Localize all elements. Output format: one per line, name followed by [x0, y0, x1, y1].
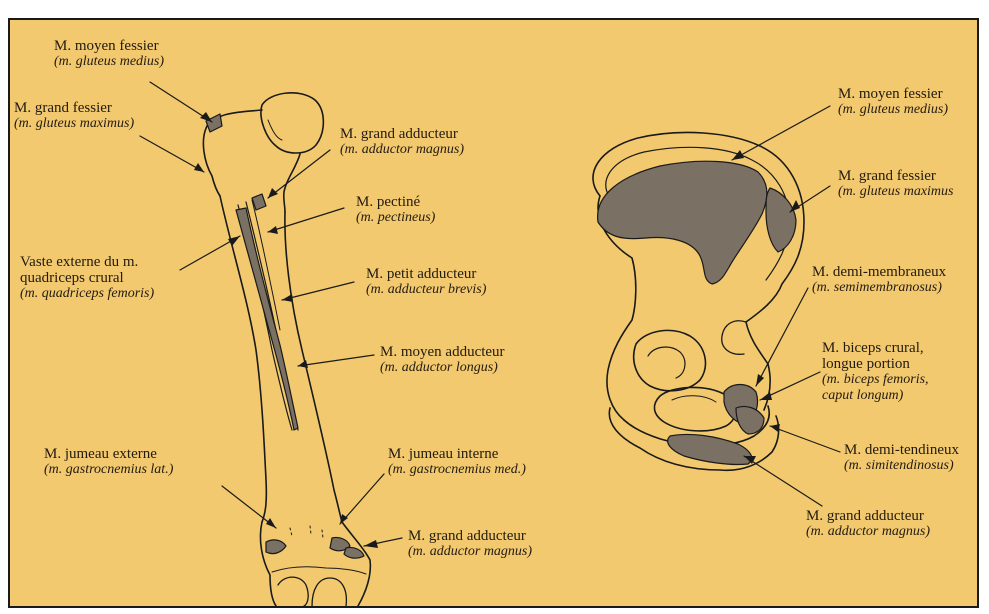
label-latin: (m. gluteus maximus	[838, 184, 954, 200]
label-pelvis-adductor-magnus: M. grand adducteur (m. adductor magnus)	[806, 508, 930, 540]
label-french: M. moyen fessier	[838, 86, 948, 102]
insertion-vastus-strip	[236, 208, 298, 430]
label-latin: (m. adductor magnus)	[408, 544, 532, 560]
label-french: M. jumeau externe	[44, 446, 173, 462]
femur-condyles	[260, 522, 370, 606]
label-femur-adductor-brevis: M. petit adducteur (m. adducteur brevis)	[366, 266, 486, 298]
area-gluteus-maximus	[766, 188, 796, 252]
label-latin: (m. adductor magnus)	[340, 142, 464, 158]
label-femur-adductor-magnus-top: M. grand adducteur (m. adductor magnus)	[340, 126, 464, 158]
label-femur-vastus-lateralis: Vaste externe du m. quadriceps crural (m…	[20, 254, 154, 302]
area-semitendinosus	[736, 406, 764, 434]
label-pelvis-semimembranosus: M. demi-membraneux (m. semimembranosus)	[812, 264, 946, 296]
label-french: M. grand adducteur	[806, 508, 930, 524]
label-french: M. grand fessier	[838, 168, 954, 184]
femur-shaft-medial	[285, 212, 342, 522]
label-french: M. petit adducteur	[366, 266, 486, 282]
label-latin: (m. simitendinosus)	[844, 458, 959, 474]
label-latin: (m. semimembranosus)	[812, 280, 946, 296]
insertion-gastrocnemius-lat	[266, 540, 286, 554]
label-french: M. biceps crural,	[822, 340, 929, 356]
label-french: M. moyen fessier	[54, 38, 164, 54]
label-femur-gluteus-medius: M. moyen fessier (m. gluteus medius)	[54, 38, 164, 70]
femur-shaft-lateral	[220, 196, 266, 522]
label-latin: (m. adductor magnus)	[806, 524, 930, 540]
label-femur-pectineus: M. pectiné (m. pectineus)	[356, 194, 435, 226]
label-latin: (m. gluteus medius)	[54, 54, 164, 70]
label-pelvis-gluteus-medius: M. moyen fessier (m. gluteus medius)	[838, 86, 948, 118]
label-latin: (m. adducteur brevis)	[366, 282, 486, 298]
label-latin: (m. biceps femoris,	[822, 372, 929, 388]
label-french: M. moyen adducteur	[380, 344, 505, 360]
area-adductor-magnus	[668, 434, 752, 464]
label-latin: (m. adductor longus)	[380, 360, 505, 376]
leader-pectineus	[268, 208, 344, 232]
label-femur-adductor-longus: M. moyen adducteur (m. adductor longus)	[380, 344, 505, 376]
sciatic-notch	[722, 321, 746, 355]
leader-pelvis-semimembranosus	[756, 288, 808, 386]
label-french: M. pectiné	[356, 194, 435, 210]
obturator-foramen	[654, 387, 735, 431]
leader-pelvis-gluteus-medius	[732, 106, 830, 160]
label-femur-gastrocnemius-lat: M. jumeau externe (m. gastrocnemius lat.…	[44, 446, 173, 478]
leader-adductor-longus	[298, 355, 374, 366]
label-pelvis-gluteus-maximus: M. grand fessier (m. gluteus maximus	[838, 168, 954, 200]
femoral-head	[261, 93, 323, 153]
label-latin: (m. pectineus)	[356, 210, 435, 226]
label-pelvis-biceps-femoris: M. biceps crural, longue portion (m. bic…	[822, 340, 929, 404]
label-latin: (m. gluteus medius)	[838, 102, 948, 118]
area-gluteus-medius	[598, 161, 767, 284]
leader-gastrocnemius-med	[340, 474, 384, 524]
femoral-neck-lower	[284, 154, 300, 212]
label-femur-gastrocnemius-med: M. jumeau interne (m. gastrocnemius med.…	[388, 446, 526, 478]
label-french: M. grand fessier	[14, 100, 134, 116]
label-french-line-2: longue portion	[822, 356, 929, 372]
label-latin: (m. quadriceps femoris)	[20, 286, 154, 302]
label-french: M. demi-membraneux	[812, 264, 946, 280]
label-french: M. demi-tendineux	[844, 442, 959, 458]
femur-arrowheads	[194, 112, 378, 548]
leader-gluteus-maximus	[140, 136, 204, 172]
acetabulum	[634, 330, 706, 390]
leader-adductor-brevis	[282, 282, 354, 300]
femur-bone	[203, 93, 370, 606]
label-latin: (m. gastrocnemius lat.)	[44, 462, 173, 478]
label-pelvis-semitendinosus: M. demi-tendineux (m. simitendinosus)	[844, 442, 959, 474]
label-latin: (m. gastrocnemius med.)	[388, 462, 526, 478]
leader-pelvis-semitendinosus	[770, 426, 840, 452]
label-french: M. jumeau interne	[388, 446, 526, 462]
label-latin: (m. gluteus maximus)	[14, 116, 134, 132]
leader-pelvis-adductor-magnus	[744, 456, 822, 506]
pelvis-muscle-areas	[598, 161, 796, 464]
label-femur-adductor-magnus-bottom: M. grand adducteur (m. adductor magnus)	[408, 528, 532, 560]
label-femur-gluteus-maximus: M. grand fessier (m. gluteus maximus)	[14, 100, 134, 132]
label-latin-line-2: caput longum)	[822, 388, 929, 404]
label-french: Vaste externe du m.	[20, 254, 154, 270]
label-french: M. grand adducteur	[340, 126, 464, 142]
label-french: M. grand adducteur	[408, 528, 532, 544]
insertion-adductor-magnus-bottom	[344, 547, 364, 558]
label-french-line-2: quadriceps crural	[20, 270, 154, 286]
